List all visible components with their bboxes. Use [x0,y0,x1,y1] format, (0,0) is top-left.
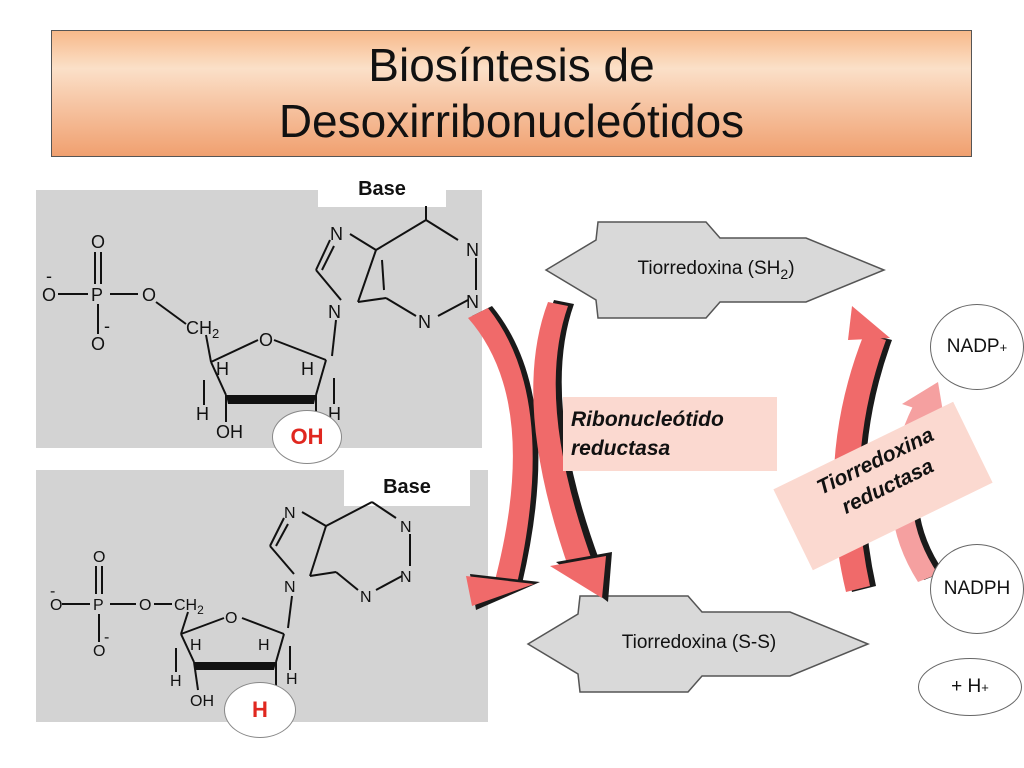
deoxyribonucleotide-structure: O - P O O - O CH2 O H H H H OH N N N N N [50,501,412,710]
top-n-1: N [466,240,479,260]
deoxyribonucleotide-panel [36,470,488,722]
bottom-h-3: H [170,673,182,690]
right-down-arrow [533,300,612,602]
top-oh: OH [216,422,243,442]
top-oh-highlight: OH [272,410,342,464]
bottom-o-top: O [93,549,105,566]
bottom-ch2: CH2 [174,597,204,617]
left-down-arrow [466,306,540,610]
top-h-2: H [301,359,314,379]
bottom-n-1: N [400,519,412,536]
top-base-label: Base [318,173,446,207]
thioredoxin-oxidized-hexagon [526,595,870,693]
top-h-3: H [196,404,209,424]
top-h-1: H [216,359,229,379]
top-o-bottom: O [91,334,105,354]
top-ch2: CH2 [186,318,219,341]
thioredoxin-reduced-label: Tiorredoxina (SH2) [637,258,795,282]
bottom-minus-2: - [104,629,109,646]
nadph-oval: NADPH [930,544,1024,634]
bottom-h-2: H [258,637,270,654]
top-o-left: O [42,285,56,305]
thioredoxin-oxidized-label: Tiorredoxina (S-S) [621,632,777,653]
ribonucleotide-reductase-label: Ribonucleótido reductasa [563,397,777,471]
bottom-base-label: Base [344,470,470,506]
top-p: P [91,285,103,305]
bottom-h-1: H [190,637,202,654]
bottom-o-bottom: O [93,643,105,660]
h-plus-oval: + H+ [918,658,1022,716]
bottom-n-7: N [284,505,296,522]
bottom-o-ester: O [139,597,151,614]
top-n-ring: N [418,312,431,332]
top-o-ester: O [142,285,156,305]
top-ring-o: O [259,330,273,350]
bottom-h-4: H [286,671,298,688]
bottom-ring-o: O [225,610,237,627]
bottom-n-ring: N [360,589,372,606]
top-n-9: N [328,302,341,322]
bottom-n-3: N [400,569,412,586]
thioredoxin-reduced-hexagon [544,221,886,319]
bottom-oh: OH [190,693,214,710]
top-n-7: N [330,224,343,244]
bottom-n-9: N [284,579,296,596]
top-minus-2: - [104,316,110,336]
bottom-p: P [93,597,104,614]
nadp-oval: NADP+ [930,304,1024,390]
title-line-2: Desoxirribonucleótidos [278,95,745,147]
bottom-minus-1: - [50,583,55,600]
top-minus-1: - [46,266,52,286]
bottom-h-highlight: H [224,682,296,738]
title-banner: Biosíntesis de Desoxirribonucleótidos [51,30,972,157]
ribonucleotide-panel [36,190,482,448]
title-line-1: Biosíntesis de [368,39,655,91]
top-n-3: N [466,292,479,312]
ribonucleotide-structure: O - P O O - O CH2 O H H H H OH N N N N N [42,206,479,442]
bottom-o-left: O [50,597,62,614]
top-o-top: O [91,232,105,252]
